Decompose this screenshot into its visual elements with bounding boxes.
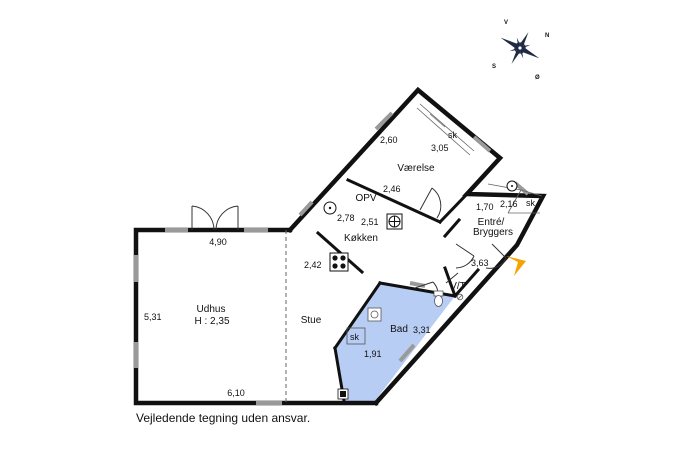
sink-entre-icon — [506, 180, 518, 192]
entrance-arrow-icon — [506, 256, 526, 276]
cabinet-label-bad: sk — [350, 332, 360, 342]
room-entre-1: Entré/ — [478, 217, 505, 228]
dim-stue-width: 6,10 — [227, 388, 245, 398]
compass-v: V — [504, 20, 508, 26]
room-stue: Stue — [301, 315, 322, 326]
terrace-door — [191, 205, 239, 231]
dim-koekken-a: 2,78 — [337, 213, 355, 223]
compass-n: N — [545, 33, 549, 39]
dim-vaerelse-b: 3,05 — [431, 143, 449, 153]
cabinet-label-entre: sk — [526, 198, 536, 208]
dim-entre-a: 1,70 — [476, 202, 494, 212]
dim-koekken-c: 2,46 — [383, 184, 401, 194]
room-udhus: Udhus — [197, 304, 226, 315]
fan-icon — [386, 213, 403, 230]
dim-stue-depth: 2,42 — [304, 260, 322, 270]
dim-entre-c: 3,63 — [471, 258, 489, 268]
disclaimer-caption: Vejledende tegning uden ansvar. — [136, 411, 311, 425]
dim-bad-a: 3,31 — [413, 325, 431, 335]
dim-entre-b: 2,16 — [500, 199, 518, 209]
wardrobe-vaerelse — [416, 103, 475, 156]
compass-icon — [500, 32, 540, 64]
dim-bad-b: 1,91 — [364, 349, 382, 359]
room-bad: Bad — [390, 324, 408, 335]
sink-icon — [323, 201, 337, 215]
room-opv: OPV — [355, 193, 376, 204]
toilet-icon — [433, 290, 444, 307]
washbasin-icon — [367, 307, 382, 322]
bathroom-floor — [335, 283, 455, 401]
cabinet-bad — [346, 327, 366, 345]
compass-o: Ø — [535, 75, 540, 81]
dim-udhus-width: 4,90 — [209, 237, 227, 247]
room-koekken: Køkken — [344, 233, 378, 244]
cabinet-label-vaerelse: sk — [448, 130, 458, 140]
dim-koekken-b: 2,51 — [361, 217, 379, 227]
dim-udhus-depth: 5,31 — [144, 312, 162, 322]
room-vaerelse: Værelse — [397, 163, 435, 174]
interior-doors — [414, 187, 507, 294]
compass-s: S — [492, 64, 496, 70]
room-vt: V/T — [450, 281, 466, 292]
room-udhus-height: H : 2,35 — [194, 316, 229, 327]
stove-icon — [329, 252, 349, 272]
vt-tap-icon — [456, 293, 464, 301]
room-entre-2: Bryggers — [473, 227, 513, 238]
drain-icon — [337, 388, 349, 400]
closet-entre — [487, 183, 543, 214]
dim-vaerelse-a: 2,60 — [380, 135, 398, 145]
